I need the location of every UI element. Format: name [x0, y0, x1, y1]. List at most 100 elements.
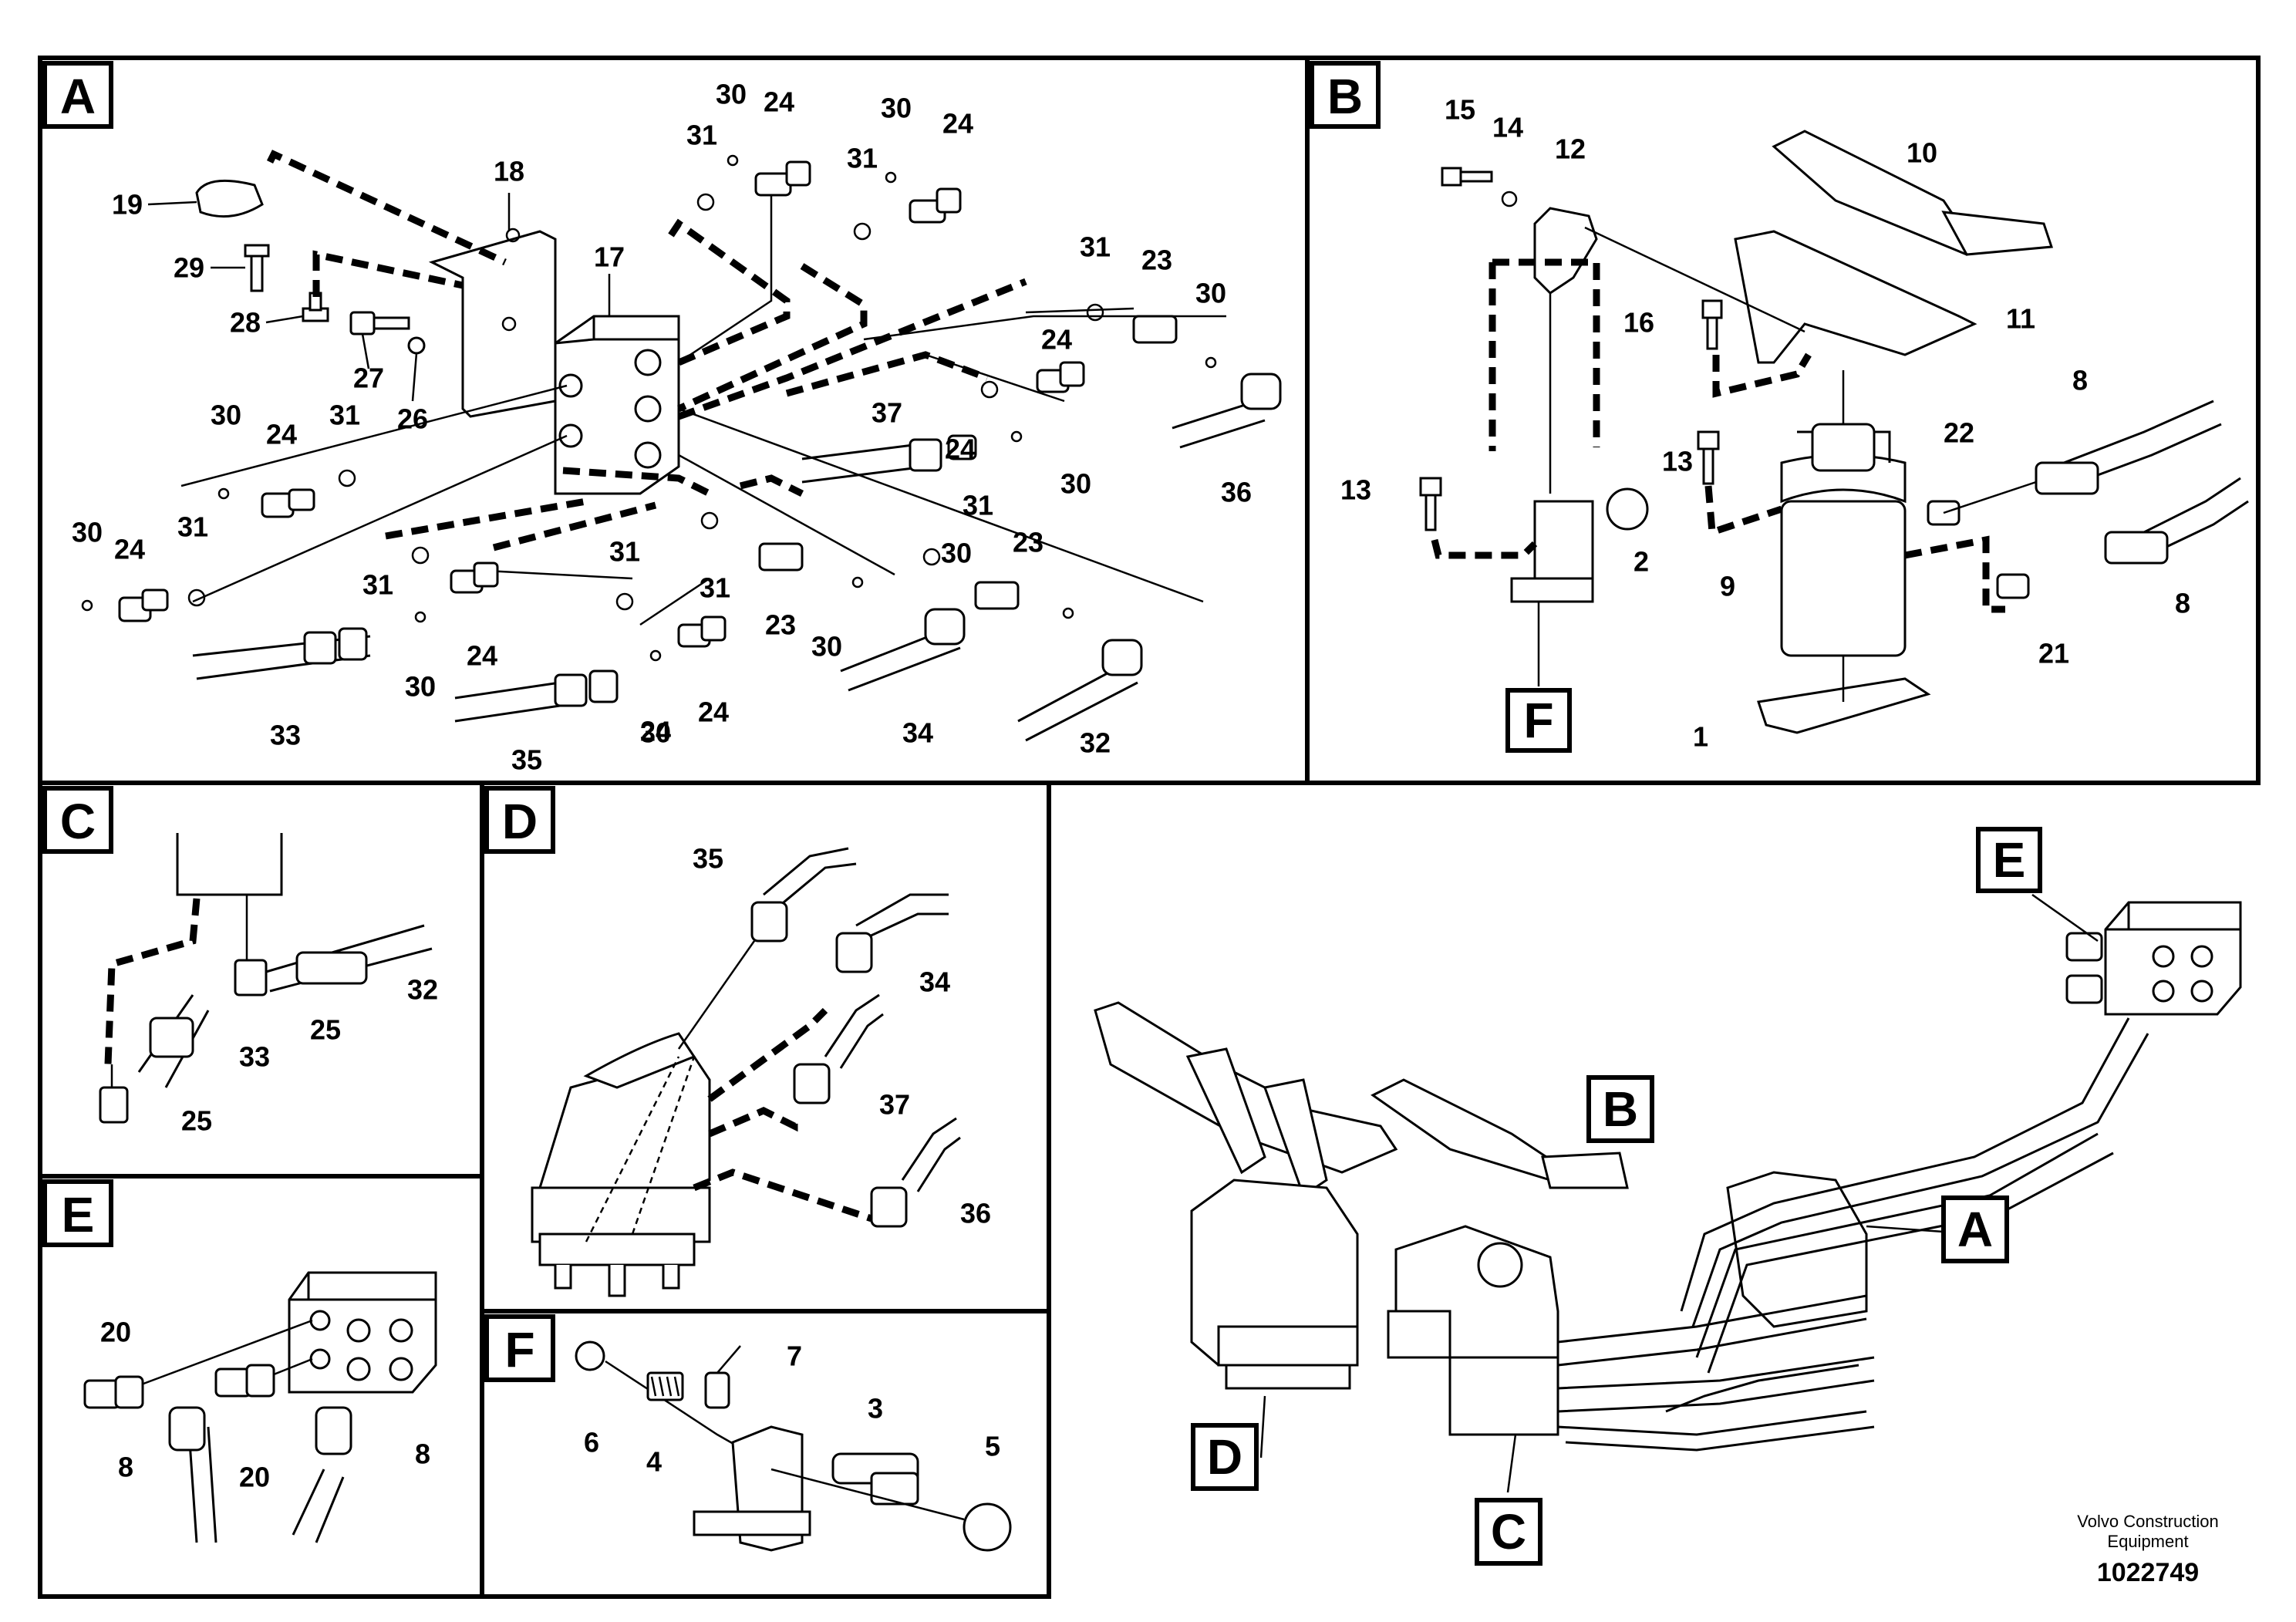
callout-a-30: 30 [716, 79, 747, 110]
callout-a-31: 31 [700, 572, 730, 604]
panel-c-drawing [99, 833, 433, 1124]
overview-letter-e: E [1976, 827, 2042, 893]
panel-d-drawing [531, 847, 961, 1297]
svg-text:A: A [60, 69, 96, 124]
callout-b-14: 14 [1492, 112, 1523, 143]
d-hoses [750, 847, 961, 1228]
pin-7 [704, 1371, 730, 1409]
overview-letter-d: D [1191, 1423, 1259, 1491]
callout-a-30: 30 [640, 717, 671, 749]
spring-4 [646, 1371, 684, 1401]
panel-b-drawing [1419, 130, 2249, 734]
callout-f-3: 3 [868, 1393, 883, 1425]
callout-a-33: 33 [270, 720, 301, 751]
callout-a-31: 31 [177, 511, 208, 543]
callout-a-37: 37 [872, 397, 902, 429]
callout-b-9: 9 [1720, 571, 1735, 602]
callout-a-30: 30 [405, 671, 436, 703]
callout-b-21: 21 [2038, 638, 2069, 669]
callout-a-30: 30 [405, 671, 436, 703]
callout-a-35: 35 [511, 744, 542, 776]
callout-a-23: 23 [1141, 244, 1172, 276]
svg-text:F: F [1523, 693, 1553, 748]
bracket-11 [1734, 230, 1977, 364]
callout-e-8: 8 [118, 1452, 133, 1483]
callout-a-24: 24 [640, 716, 671, 747]
fitting-20-b [214, 1367, 252, 1398]
lock-assembly-2 [1510, 487, 1649, 603]
panel-a-leaders [147, 193, 611, 402]
panel-frames [38, 56, 2261, 1599]
washer-14 [1501, 191, 1518, 207]
callout-f-7: 7 [787, 1340, 802, 1372]
callout-b-2: 2 [1633, 546, 1649, 578]
callout-a-30: 30 [1195, 278, 1226, 309]
panel-letter-c: C [42, 786, 113, 854]
svg-text:B: B [1603, 1081, 1638, 1137]
callout-b-16: 16 [1623, 307, 1654, 339]
adaptor-23-c [974, 581, 1020, 610]
svg-text:F: F [504, 1322, 534, 1378]
footer: Volvo Construction Equipment 1022749 [2077, 1512, 2218, 1587]
overview-drawing [1094, 893, 2242, 1493]
callout-a-24: 24 [266, 419, 297, 450]
plate-12 [1533, 207, 1598, 295]
panel-letter-b: B [1310, 61, 1381, 129]
callout-a-23: 23 [1013, 527, 1043, 558]
callout-b-13: 13 [1662, 446, 1693, 477]
callout-a-30: 30 [1060, 468, 1091, 500]
panel-f-frame [480, 1309, 1051, 1599]
adaptor-23-b [758, 542, 804, 572]
callout-a-28: 28 [230, 307, 261, 339]
callout-a-23: 23 [765, 609, 796, 641]
adaptor-23-a [1132, 315, 1178, 344]
fitting-21 [1996, 573, 2030, 599]
callout-d-37: 37 [879, 1089, 910, 1121]
overview-letter-b: B [1586, 1075, 1654, 1143]
callout-a-24: 24 [764, 86, 794, 118]
callout-e-20: 20 [239, 1462, 270, 1493]
callout-a-30: 30 [811, 631, 842, 663]
callout-f-5: 5 [985, 1431, 1000, 1462]
svg-text:C: C [1491, 1504, 1526, 1560]
callout-a-31: 31 [329, 400, 360, 431]
fitting-25-top [234, 959, 268, 996]
dash-line-1 [266, 150, 507, 266]
elbow-24-a [754, 160, 811, 197]
panel-letter-a: A [42, 61, 113, 129]
callout-b-13: 13 [1340, 474, 1371, 506]
callout-c-32: 32 [407, 974, 438, 1006]
overview-letter-c: C [1475, 1498, 1542, 1566]
pedal-valve-9 [1780, 423, 1907, 657]
callout-e-20: 20 [100, 1317, 131, 1348]
callout-a-32: 32 [1080, 727, 1111, 759]
callout-b-15: 15 [1445, 94, 1475, 126]
elbow-24-e [1036, 361, 1085, 393]
callout-a-31: 31 [609, 536, 640, 568]
callout-b-22: 22 [1944, 417, 1974, 449]
footer-company-line2: Equipment [2107, 1532, 2188, 1551]
overview-letter-a: A [1941, 1195, 2009, 1263]
callout-a-30: 30 [72, 517, 103, 548]
svg-text:D: D [502, 794, 538, 849]
elbow-24-f [450, 561, 499, 594]
knob-5 [963, 1502, 1012, 1552]
panel-b-frame [1305, 56, 2261, 785]
elbow-24-b [909, 187, 962, 224]
fitting-25-bottom [99, 1086, 129, 1124]
callout-a-30: 30 [941, 538, 972, 569]
bolt-28 [302, 292, 329, 322]
bracket-18 [428, 230, 557, 418]
callout-a-18: 18 [494, 156, 524, 187]
panel-letter-e: E [42, 1179, 113, 1247]
callout-b-8: 8 [2175, 588, 2190, 619]
bolt-27 [349, 311, 410, 336]
bolt-13-a [1419, 477, 1442, 531]
callout-f-6: 6 [584, 1427, 599, 1458]
callout-d-36: 36 [960, 1198, 991, 1229]
b-dash-1 [1492, 258, 1600, 447]
